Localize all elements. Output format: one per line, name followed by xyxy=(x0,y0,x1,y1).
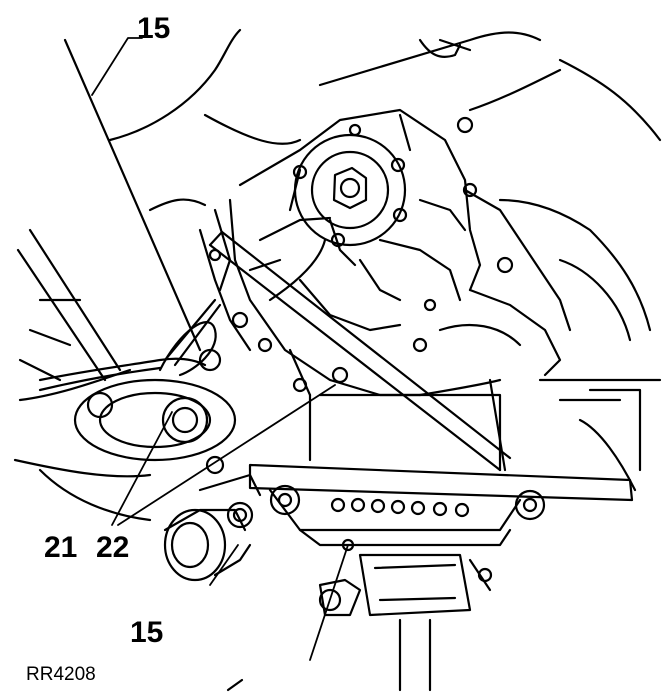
brake-cable xyxy=(38,357,207,392)
background-body-outlines xyxy=(13,28,662,522)
callout-22: 22 xyxy=(96,531,130,564)
callout-21: 21 xyxy=(44,531,78,564)
callout-15-bottom: 15 xyxy=(130,616,164,649)
mounting-bracket xyxy=(288,348,507,472)
brake-drum xyxy=(73,298,237,462)
output-flange xyxy=(292,123,408,248)
figure-reference: RR4208 xyxy=(26,664,96,685)
callout-15-top: 15 xyxy=(137,12,171,45)
bolt-assembly xyxy=(163,455,262,582)
edge-mark xyxy=(226,678,244,692)
diagonal-brace xyxy=(208,230,512,472)
cross-member xyxy=(248,463,634,547)
support-rods xyxy=(16,38,202,382)
mounting-rubber xyxy=(318,538,493,692)
housing-bolts xyxy=(208,116,514,393)
transfer-box-housing xyxy=(198,108,572,397)
callout-leaders xyxy=(91,37,349,661)
